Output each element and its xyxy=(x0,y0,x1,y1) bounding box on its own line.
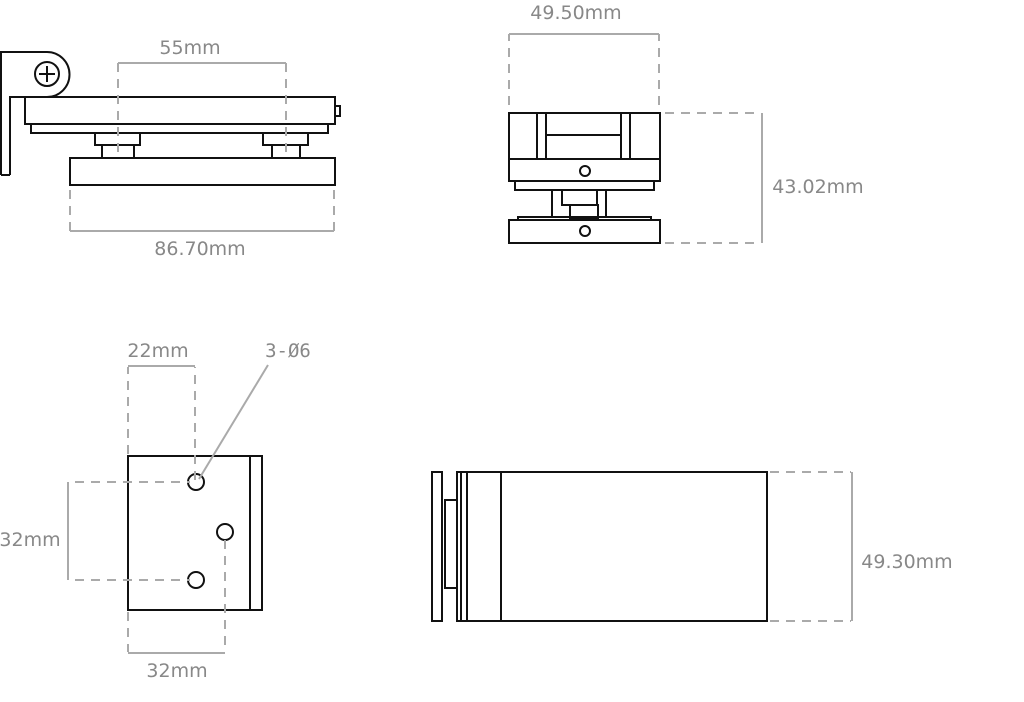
stem xyxy=(551,190,607,218)
callout-leader xyxy=(198,364,269,480)
base-plate xyxy=(69,157,336,186)
dimension-32mm-vertical: 32mm xyxy=(0,529,61,551)
dim-32v-extension xyxy=(75,481,190,581)
screw-icon xyxy=(34,61,60,87)
hole-icon xyxy=(579,165,591,177)
front-plate xyxy=(514,180,655,191)
dimension-86-70mm: 86.70mm xyxy=(154,238,245,260)
dim-4302-extension xyxy=(665,112,761,244)
dimension-32mm-horizontal: 32mm xyxy=(146,660,207,682)
mount-block xyxy=(444,499,458,589)
dimension-43-02mm: 43.02mm xyxy=(772,176,863,198)
dim-4950-extension xyxy=(508,34,660,105)
dim-22-extension xyxy=(127,367,196,480)
middle-body xyxy=(508,158,661,182)
collar xyxy=(456,471,502,622)
dim-55-extension xyxy=(117,63,287,152)
bottom-body xyxy=(508,219,661,244)
plate-edge xyxy=(249,455,263,611)
dim-32h-extension xyxy=(127,540,226,652)
side-nub xyxy=(334,105,341,117)
dimension-49-30mm: 49.30mm xyxy=(861,551,952,573)
side-view: 55mm 86.70mm xyxy=(0,37,341,260)
stem-block xyxy=(561,189,598,206)
hole-icon xyxy=(187,571,205,589)
screw-cross xyxy=(39,66,55,82)
mounting-view: 22mm 3-Ø6 32mm 32mm xyxy=(0,340,311,682)
hole-callout: 3-Ø6 xyxy=(265,340,311,362)
under-plate xyxy=(30,123,329,134)
back-plate xyxy=(431,471,443,622)
layer-lines xyxy=(456,472,468,621)
dimension-49-50mm: 49.50mm xyxy=(530,2,621,24)
main-body xyxy=(500,471,768,622)
top-plate xyxy=(24,96,336,125)
dim-8670-extension xyxy=(69,190,335,231)
hole-icon xyxy=(579,225,591,237)
top-view: 49.30mm xyxy=(431,471,953,622)
mounting-bracket xyxy=(0,51,71,176)
dim-4930-extension xyxy=(770,471,851,622)
hole-icon xyxy=(216,523,234,541)
dimension-55mm: 55mm xyxy=(159,37,220,59)
dimension-22mm: 22mm xyxy=(127,340,188,362)
front-view: 49.50mm 43.02mm xyxy=(508,2,864,244)
upper-body-details xyxy=(536,113,631,159)
